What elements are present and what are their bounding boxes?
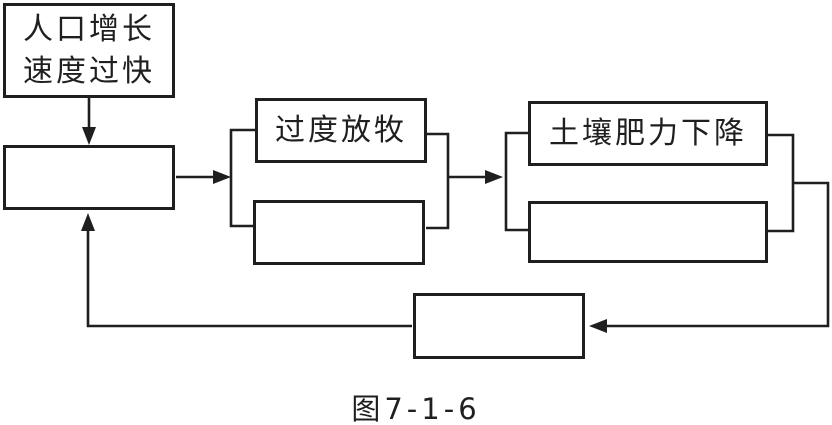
node-overgrazing: 过度放牧 [255,98,427,163]
node-population-growth: 人口增长 速度过快 [3,3,175,98]
bracket-soil-left [504,131,529,232]
figure-caption: 图7-1-6 [351,392,481,425]
bracket-overgrazing-right [424,132,450,230]
node-blank-left [3,145,175,210]
arrow-population-to-blank-left [82,97,96,145]
bracket-overgrazing-left [229,128,256,228]
node-blank-right-lower [528,201,768,263]
bracket-soil-right [767,133,795,233]
arrow-soil-group-to-blank-bottom [589,181,830,333]
node-population-growth-line1: 人口增长 [23,12,155,48]
node-population-growth-line2: 速度过快 [23,53,155,89]
node-soil-fertility-decline: 土壤肥力下降 [528,101,768,166]
node-blank-mid-lower [253,200,425,265]
arrow-overgrazing-to-soil-group [448,170,503,184]
arrow-blank-bottom-to-blank-left [81,213,412,328]
node-blank-bottom [413,293,585,359]
arrow-blank-left-to-overgrazing-group [176,170,231,184]
